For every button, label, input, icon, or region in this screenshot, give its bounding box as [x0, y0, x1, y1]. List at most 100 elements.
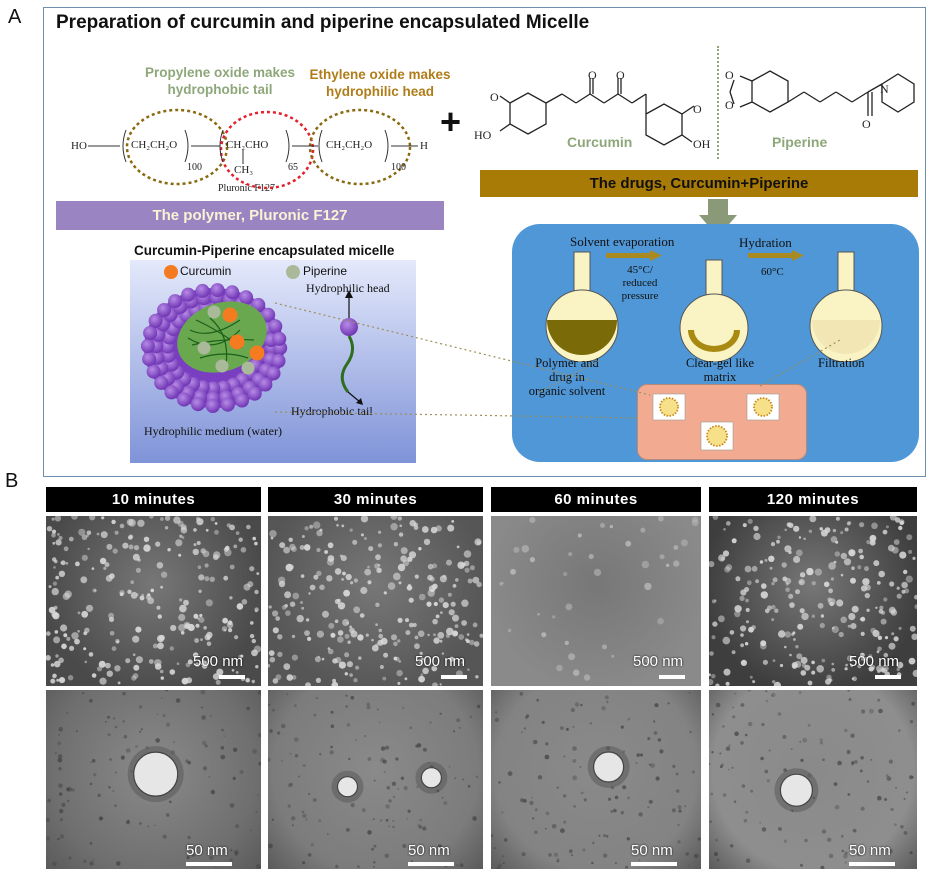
background-speck	[621, 811, 624, 814]
background-speck	[318, 819, 321, 822]
nanoparticle	[199, 617, 205, 623]
nanoparticle	[350, 581, 353, 584]
nanoparticle	[352, 540, 357, 545]
nanoparticle	[165, 526, 168, 529]
background-speck	[351, 803, 355, 807]
background-speck	[870, 759, 872, 761]
nanoparticle	[894, 636, 899, 641]
background-speck	[90, 842, 93, 845]
nanoparticle	[353, 678, 357, 682]
background-speck	[688, 865, 690, 867]
nanoparticle	[394, 657, 398, 661]
nanoparticle	[906, 534, 912, 540]
nanoparticle	[206, 529, 209, 532]
background-speck	[580, 704, 582, 706]
nanoparticle	[170, 669, 176, 675]
background-speck	[58, 727, 63, 732]
nanoparticle	[795, 645, 798, 648]
background-speck	[90, 861, 94, 865]
background-speck	[295, 754, 298, 757]
nanoparticle	[130, 580, 134, 584]
nanoparticle	[52, 542, 55, 545]
nanoparticle	[398, 564, 405, 571]
background-speck	[606, 835, 609, 838]
nanoparticle	[167, 548, 170, 551]
nanoparticle	[53, 636, 60, 643]
nanoparticle	[82, 555, 88, 561]
background-speck	[877, 796, 882, 801]
nanoparticle	[198, 574, 204, 580]
nanoparticle	[723, 528, 726, 531]
background-speck	[393, 796, 396, 799]
nanoparticle	[712, 635, 716, 639]
nanoparticle	[642, 561, 649, 568]
nanoparticle	[566, 604, 573, 611]
nanoparticle	[279, 542, 285, 548]
nanoparticle	[732, 538, 737, 543]
background-speck	[672, 765, 675, 768]
background-speck	[67, 787, 72, 792]
nanoparticle	[322, 611, 329, 618]
nanoparticle	[175, 539, 182, 546]
nanoparticle	[771, 618, 774, 621]
nanoparticle	[134, 545, 139, 550]
nanoparticle	[196, 624, 200, 628]
nanoparticle	[340, 555, 343, 558]
nanoparticle	[866, 609, 869, 612]
background-speck	[584, 798, 587, 801]
background-speck	[732, 715, 735, 718]
background-speck	[268, 844, 273, 849]
background-speck	[388, 799, 391, 802]
nanoparticle	[625, 541, 631, 547]
background-speck	[367, 703, 371, 707]
nanoparticle	[753, 533, 760, 540]
nanoparticle	[332, 679, 336, 683]
nanoparticle	[746, 608, 750, 612]
nanoparticle	[552, 615, 555, 618]
nanoparticle	[273, 678, 279, 684]
background-speck	[734, 732, 739, 737]
nanoparticle	[51, 611, 57, 617]
tem-image-high-magnification	[268, 690, 483, 869]
nanoparticle	[433, 633, 436, 636]
background-speck	[298, 776, 300, 778]
nanoparticle	[241, 547, 247, 553]
nanoparticle	[467, 633, 470, 636]
nanoparticle	[602, 644, 607, 649]
nanoparticle	[774, 609, 778, 613]
background-speck	[61, 803, 65, 807]
nanoparticle	[364, 569, 371, 576]
nanoparticle	[405, 630, 410, 635]
background-speck	[246, 707, 250, 711]
nanoparticle	[399, 660, 402, 663]
nanoparticle	[165, 516, 170, 521]
background-speck	[220, 755, 225, 760]
background-speck	[46, 818, 50, 823]
nanoparticle	[801, 670, 807, 676]
background-speck	[491, 834, 493, 837]
nanoparticle	[269, 530, 276, 537]
nanoparticle	[277, 652, 282, 657]
nanoparticle	[801, 613, 808, 620]
background-speck	[890, 808, 893, 811]
background-speck	[269, 729, 273, 733]
background-speck	[316, 697, 318, 699]
background-speck	[373, 845, 376, 848]
background-speck	[723, 793, 727, 797]
nanoparticle	[316, 678, 321, 683]
background-speck	[782, 735, 786, 739]
nanoparticle	[709, 673, 711, 676]
nanoparticle	[778, 630, 785, 637]
nanoparticle	[328, 542, 334, 548]
background-speck	[533, 740, 538, 745]
nanoparticle	[216, 680, 221, 685]
background-speck	[108, 733, 111, 736]
nanoparticle	[308, 592, 310, 594]
scale-bar	[441, 675, 467, 679]
nanoparticle	[818, 603, 824, 609]
background-speck	[732, 707, 734, 709]
background-speck	[799, 691, 802, 694]
nanoparticle	[792, 664, 797, 669]
nanoparticle	[313, 521, 320, 528]
nanoparticle	[137, 520, 144, 527]
